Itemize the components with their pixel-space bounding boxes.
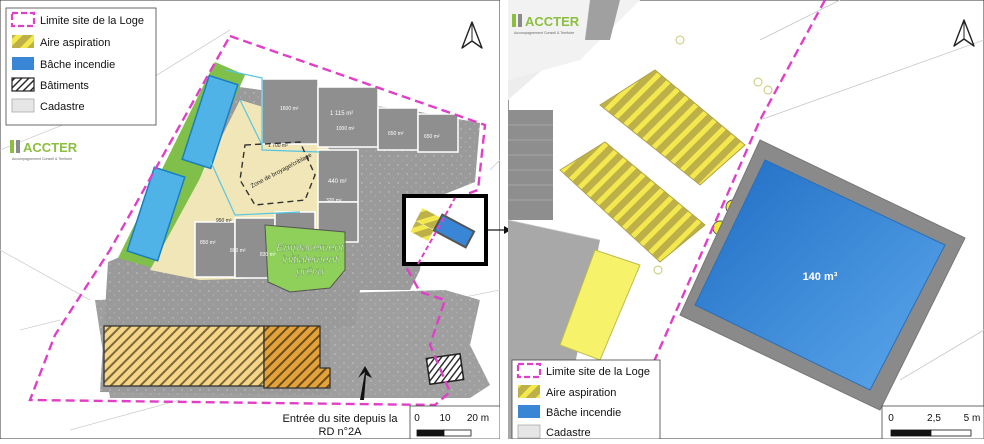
- area-label: 650 m²: [388, 131, 404, 137]
- svg-text:Accompagnement Conseil & Terri: Accompagnement Conseil & Territoire: [12, 157, 72, 161]
- emplacement-line: initialement: [282, 254, 339, 266]
- building-hatched-dark: [263, 325, 331, 389]
- area-label: 1600 m²: [280, 106, 299, 112]
- site-boundary: [28, 34, 487, 407]
- building-edge: [508, 110, 553, 220]
- crushing-zone: [239, 141, 316, 206]
- building-hatched: [103, 325, 265, 387]
- legend-label: Aire aspiration: [40, 37, 110, 49]
- legend-label: Aire aspiration: [546, 387, 616, 399]
- gray-strip-top: [585, 0, 620, 40]
- small-building: [425, 352, 465, 386]
- svg-text:10: 10: [439, 413, 451, 424]
- emplacement-line: prévu: [295, 266, 324, 278]
- entrance-line-2: RD n°2A: [319, 426, 363, 438]
- area-label: 650 m²: [424, 134, 440, 140]
- area-label: 800 m²: [230, 248, 246, 254]
- site-boundary: [618, 0, 827, 439]
- left-map: 1600 m² 1 115 m² 1000 m² 650 m² 650 m² 1…: [0, 0, 500, 439]
- svg-text:0: 0: [888, 413, 894, 424]
- north-arrow-icon: [461, 21, 483, 49]
- legend-label: Limite site de la Loge: [546, 366, 650, 378]
- basin-1: [181, 74, 239, 170]
- north-arrow-icon: [953, 19, 975, 47]
- area-label: 830 m²: [260, 252, 276, 258]
- svg-text:20 m: 20 m: [467, 413, 489, 424]
- bache-incendie: [694, 159, 946, 391]
- right-map: 140 m³ ACCTER Accompagnement Conseil & T…: [508, 0, 984, 439]
- svg-text:ACCTER: ACCTER: [23, 140, 78, 155]
- cadastre-lines: [508, 0, 984, 381]
- entrance-line-1: Entrée du site depuis la: [283, 413, 399, 425]
- entrance-arrow-icon: [358, 366, 372, 400]
- aire-aspiration-2: [559, 141, 706, 263]
- area-label: 1000 m²: [336, 126, 355, 132]
- legend-label: Cadastre: [546, 427, 591, 439]
- building-edge-lines: [508, 124, 553, 201]
- arrow-right-icon: [488, 226, 511, 234]
- svg-text:5 m: 5 m: [964, 413, 981, 424]
- cyan-lines: [209, 69, 321, 216]
- legend-label: Cadastre: [40, 101, 85, 113]
- area-label: 1 700 m²: [268, 143, 288, 149]
- svg-text:Accompagnement Conseil & Terri: Accompagnement Conseil & Territoire: [514, 31, 574, 35]
- area-label: 440 m²: [328, 179, 347, 185]
- legend-label: Bâche incendie: [546, 407, 621, 419]
- legend-right: Limite site de la Loge Aire aspiration B…: [511, 359, 661, 439]
- svg-text:0: 0: [414, 413, 420, 424]
- area-label: 850 m²: [200, 240, 216, 246]
- area-label: 1 115 m²: [330, 111, 353, 117]
- area-label: 950 m²: [216, 218, 232, 224]
- zoom-box: [402, 194, 488, 266]
- emplacement-line: Emplacement: [276, 242, 344, 254]
- svg-text:2,5: 2,5: [927, 413, 941, 424]
- svg-text:ACCTER: ACCTER: [525, 14, 580, 29]
- scale-bar-right: 0 2,5 5 m: [881, 405, 984, 439]
- legend-label: Bâche incendie: [40, 59, 115, 71]
- legend-label: Limite site de la Loge: [40, 15, 144, 27]
- area-label: 320 m²: [326, 198, 342, 204]
- scale-bar-left: 0 10 20 m: [409, 405, 500, 439]
- basin-2: [126, 166, 186, 262]
- aire-aspiration-1: [599, 69, 746, 186]
- tank-label: 140 m³: [803, 271, 838, 283]
- accter-logo: ACCTER Accompagnement Conseil & Territoi…: [10, 140, 78, 161]
- building-cells: [194, 78, 459, 279]
- legend-label: Bâtiments: [40, 80, 89, 92]
- accter-logo: ACCTER Accompagnement Conseil & Territoi…: [512, 14, 580, 35]
- legend-left: Limite site de la Loge Aire aspiration B…: [5, 7, 157, 126]
- emplacement-green: [264, 224, 346, 293]
